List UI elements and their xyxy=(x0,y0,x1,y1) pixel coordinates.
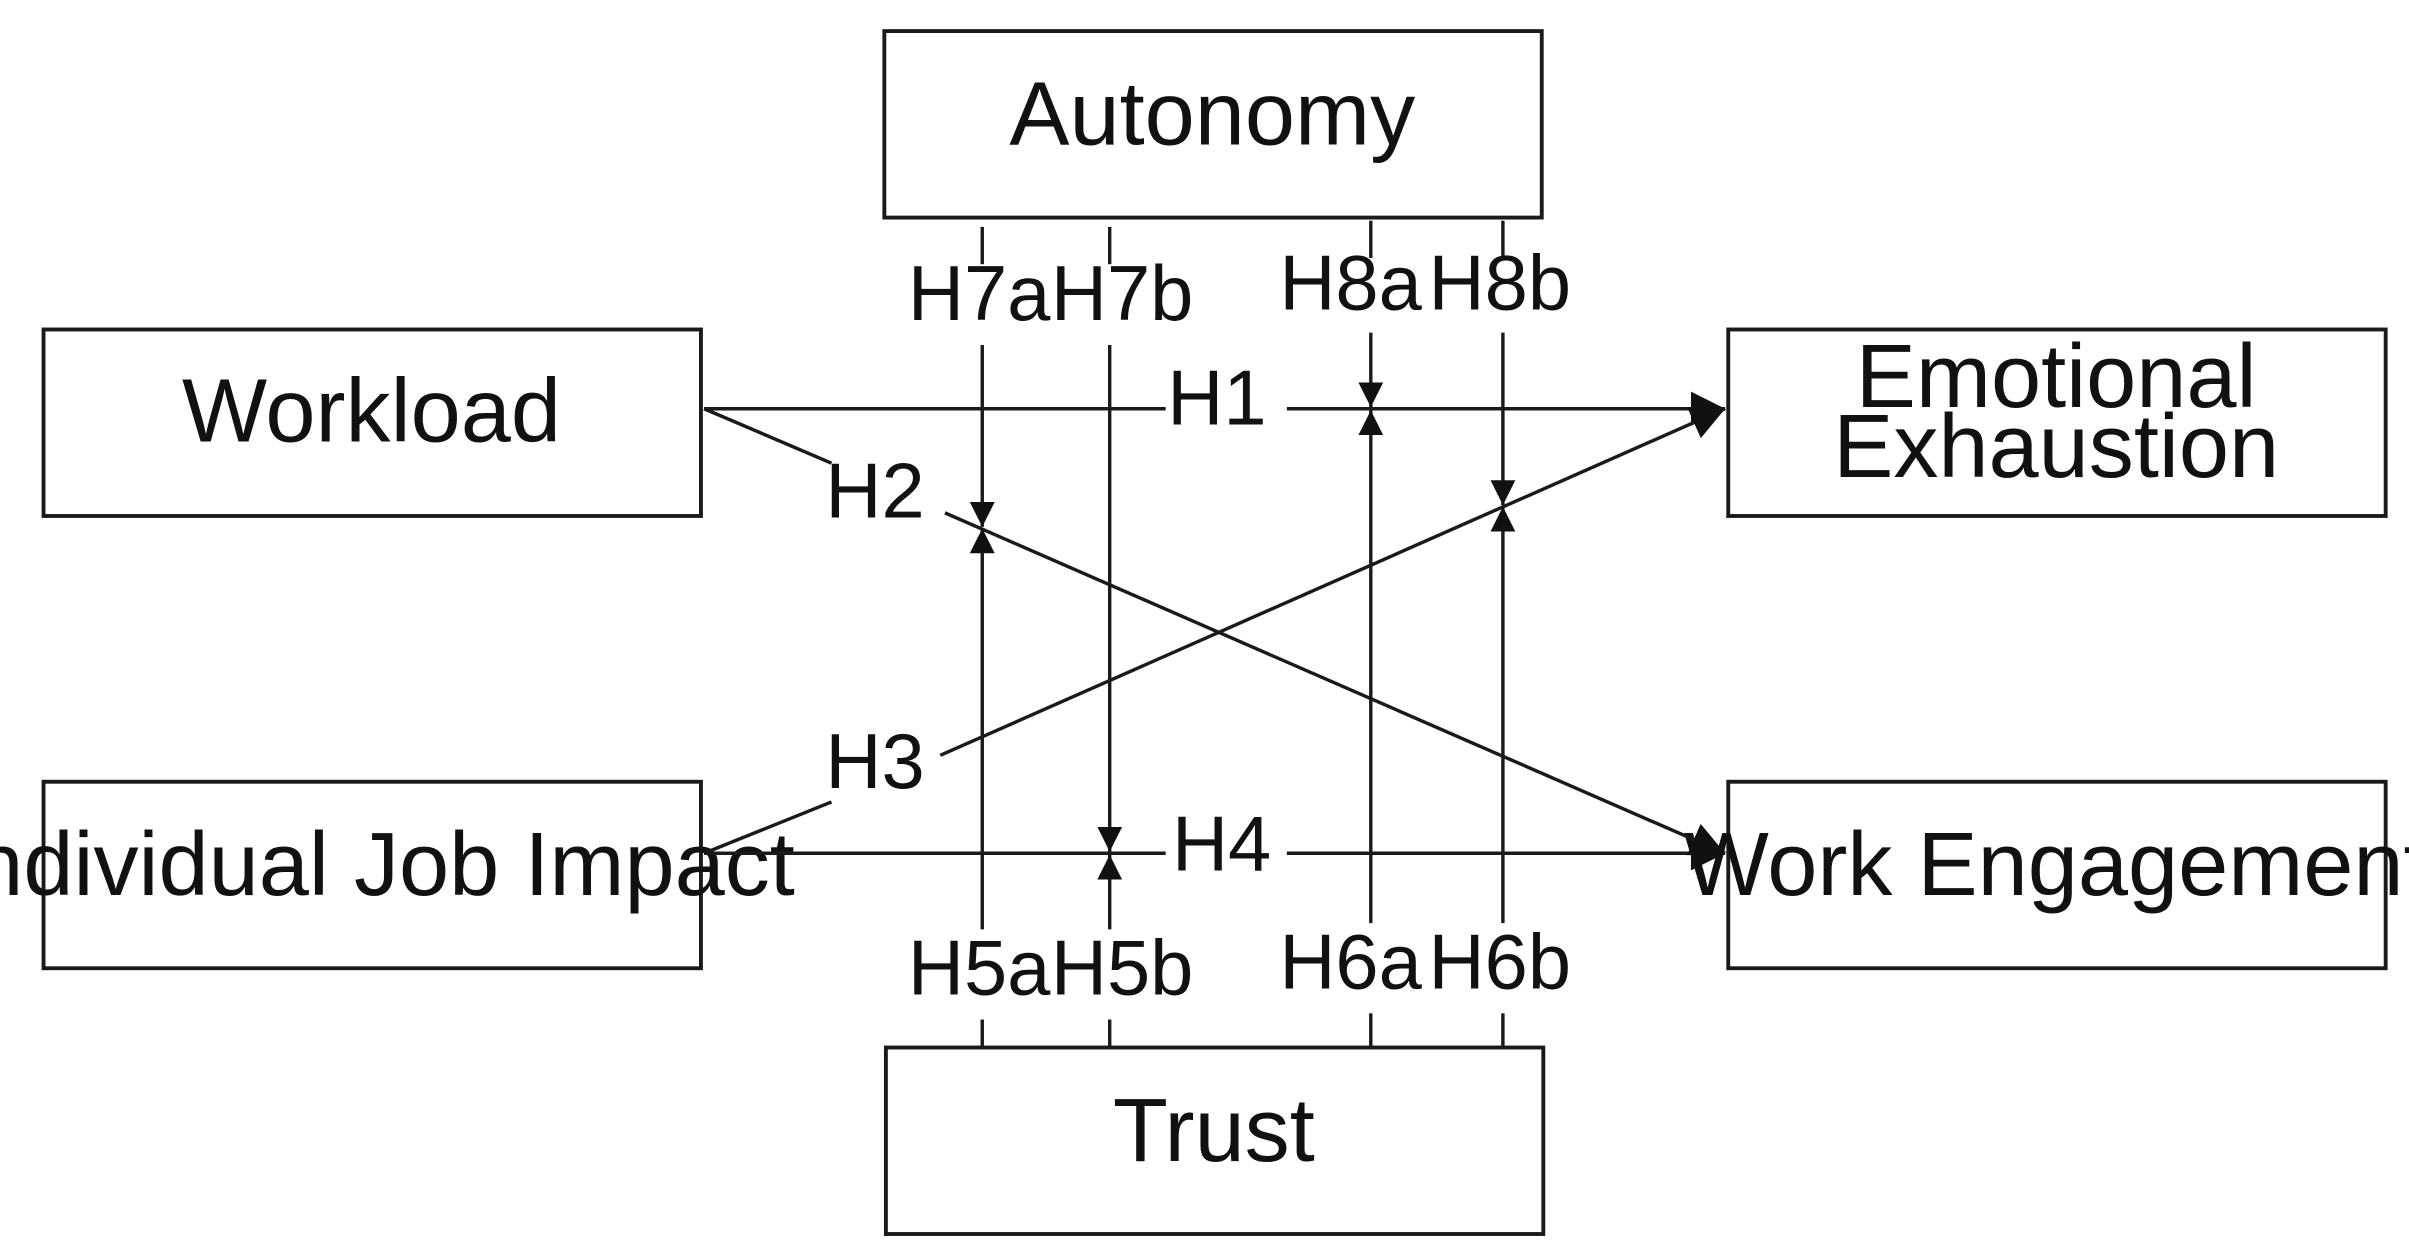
node-autonomy: Autonomy xyxy=(882,29,1544,220)
node-emotional-exhaustion-line1: Emotional xyxy=(1856,326,2257,427)
edge-h3-main xyxy=(939,406,1726,757)
label-h8b: H8b xyxy=(1429,240,1572,326)
label-h2: H2 xyxy=(825,449,924,535)
label-h3: H3 xyxy=(825,719,924,805)
node-work-engagement: Work Engagement xyxy=(1684,779,2409,971)
node-autonomy-label: Autonomy xyxy=(1009,64,1415,165)
node-individual-job-impact-label: Individual Job Impact xyxy=(0,814,795,915)
label-h7b: H7b xyxy=(1051,251,1194,337)
label-h7a: H7a xyxy=(908,251,1051,337)
label-h6a: H6a xyxy=(1279,919,1422,1005)
edge-h3-start xyxy=(703,800,833,855)
node-emotional-exhaustion-line2: Exhaustion xyxy=(1833,396,2279,497)
label-h4: H4 xyxy=(1172,801,1271,887)
label-h8a: H8a xyxy=(1279,240,1422,326)
node-emotional-exhaustion: Emotional Exhaustion xyxy=(1726,326,2388,518)
node-workload-label: Workload xyxy=(182,360,561,461)
label-h5a: H5a xyxy=(908,926,1051,1012)
label-h5b: H5b xyxy=(1051,926,1194,1012)
edge-h2-start xyxy=(703,407,833,465)
label-h1: H1 xyxy=(1167,355,1266,441)
node-workload: Workload xyxy=(41,327,703,518)
node-trust-label: Trust xyxy=(1113,1080,1315,1181)
edge-h2-main xyxy=(944,511,1726,856)
label-h6b: H6b xyxy=(1429,919,1572,1005)
node-work-engagement-label: Work Engagement xyxy=(1684,814,2409,915)
node-trust: Trust xyxy=(883,1045,1546,1236)
node-individual-job-impact: Individual Job Impact xyxy=(0,779,795,971)
